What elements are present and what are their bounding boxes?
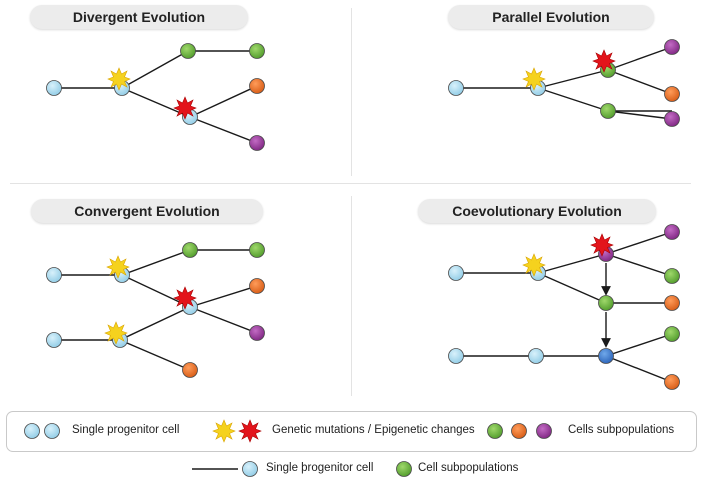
orange-cell (249, 278, 265, 294)
purple-cell (249, 325, 265, 341)
red-star-icon (173, 286, 197, 310)
divider-vertical-bottom (351, 196, 352, 396)
progenitor-cell (448, 265, 464, 281)
convergent-lines (54, 249, 258, 371)
parallel-cells (448, 39, 680, 127)
divergent-lines (54, 50, 258, 144)
footer-subpop-label: Cell subpopulations (418, 462, 519, 474)
yellow-star-icon (522, 253, 546, 277)
green-cell (598, 295, 614, 311)
orange-cell (664, 86, 680, 102)
orange-cell (664, 374, 680, 390)
footer-progenitor-label: Single þrogenitor cell (266, 462, 374, 474)
red-star-icon (173, 96, 197, 120)
green-cell (249, 242, 265, 258)
progenitor-cell (448, 348, 464, 364)
green-cell (249, 43, 265, 59)
divergent-title: Divergent Evolution (30, 5, 248, 29)
orange-cell (664, 295, 680, 311)
red-star-icon (590, 233, 614, 257)
blue-cell (598, 348, 614, 364)
purple-cell (664, 111, 680, 127)
parallel-title: Parallel Evolution (448, 5, 654, 29)
progenitor-cell (448, 80, 464, 96)
progenitor-cell (46, 267, 62, 283)
legend-progenitor-label: Single progenitor cell (72, 424, 180, 436)
yellow-star-icon (104, 321, 128, 345)
purple-cell (664, 39, 680, 55)
divider-horizontal (10, 183, 691, 184)
red-star-icon (592, 49, 616, 73)
legend-subpop-label: Cells subpopulations (568, 424, 675, 436)
coevolutionary-cells (448, 224, 680, 390)
progenitor-cell (46, 332, 62, 348)
purple-cell (664, 224, 680, 240)
yellow-star-icon (106, 255, 130, 279)
purple-cell (249, 135, 265, 151)
parallel-lines (456, 46, 673, 120)
green-cell (600, 103, 616, 119)
progenitor-cell (528, 348, 544, 364)
orange-cell (182, 362, 198, 378)
divider-vertical-top (351, 8, 352, 176)
coevolutionary-title: Coevolutionary Evolution (418, 199, 656, 223)
yellow-star-icon (522, 67, 546, 91)
green-cell (664, 326, 680, 342)
green-cell (182, 242, 198, 258)
legend-mutation-label: Genetic mutations / Epigenetic changes (272, 424, 475, 436)
yellow-star-icon (107, 67, 131, 91)
progenitor-cell (46, 80, 62, 96)
orange-cell (249, 78, 265, 94)
green-cell (664, 268, 680, 284)
convergent-title: Convergent Evolution (31, 199, 263, 223)
legend-box (6, 411, 697, 452)
green-cell (180, 43, 196, 59)
coevolutionary-lines (456, 231, 673, 383)
